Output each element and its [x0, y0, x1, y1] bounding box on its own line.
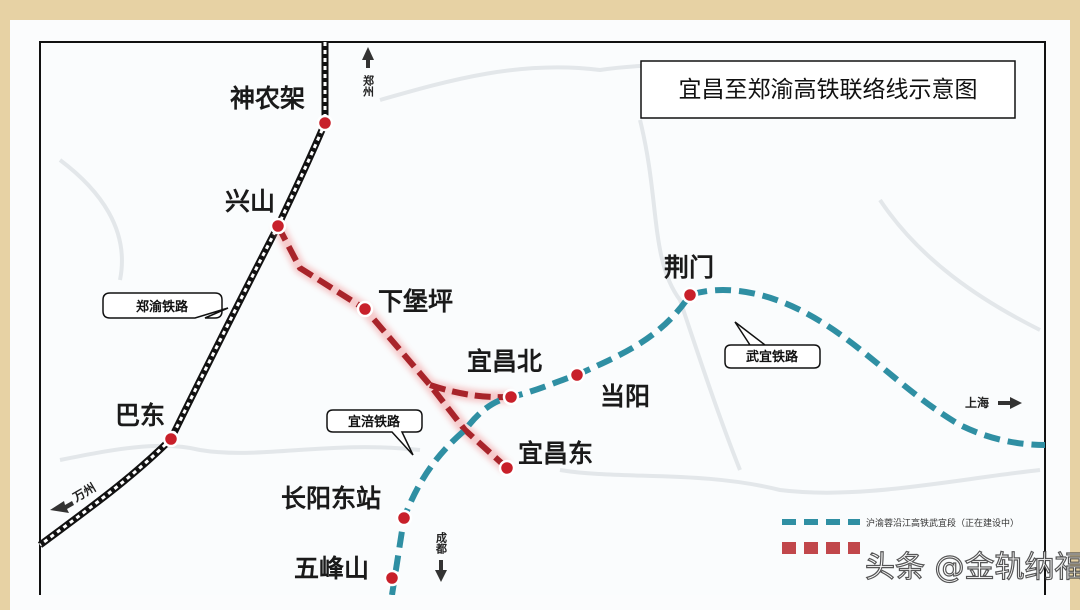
station-dot-changyangdong[interactable] [395, 509, 413, 527]
legend: 沪渝蓉沿江高铁武宜段（正在建设中） [782, 517, 1019, 554]
station-label: 五峰山 [294, 554, 369, 583]
direction-shanghai: 上海 [965, 395, 1022, 410]
arrow-down-left-icon [50, 501, 74, 513]
station-dot-jingmen[interactable] [681, 286, 699, 304]
station-dot-yichangbei[interactable] [502, 388, 520, 406]
station-dot-dangyang[interactable] [568, 366, 586, 384]
railway-map: 神农架 兴山 下堡坪 宜昌北 当阳 荆门 宜昌东 巴东 长阳东站 五峰山 郑渝铁… [37, 41, 1080, 595]
direction-label: 上海 [965, 395, 989, 410]
station-label: 荆门 [664, 253, 714, 282]
callout-wuyi: 武宜铁路 [724, 321, 821, 369]
station-dot-shennongjia[interactable] [316, 114, 334, 132]
station-label: 下堡坪 [378, 287, 453, 316]
station-dot-wufengshan[interactable] [383, 569, 401, 587]
station-label: 神农架 [230, 84, 305, 113]
arrow-up-icon [362, 47, 374, 68]
station-dot-badong[interactable] [162, 430, 180, 448]
map-title: 宜昌至郑渝高铁联络线示意图 [679, 77, 978, 103]
arrow-right-icon [998, 397, 1022, 409]
zhengyu-railway-line [37, 42, 329, 548]
direction-zhengzhou: 郑州 [362, 47, 376, 98]
station-label: 宜昌北 [467, 347, 542, 376]
callout-label: 宜涪铁路 [348, 414, 401, 430]
direction-label: 郑州 [362, 74, 376, 98]
station-dot-yichangdong[interactable] [498, 459, 516, 477]
blue-railway-line [389, 287, 1046, 595]
direction-chengdu: 成都 [435, 531, 449, 582]
legend-label: 沪渝蓉沿江高铁武宜段（正在建设中） [866, 517, 1019, 529]
station-label: 巴东 [115, 401, 165, 430]
callout-label: 郑渝铁路 [136, 299, 189, 315]
station-label: 长阳东站 [281, 484, 381, 513]
station-label: 兴山 [225, 187, 275, 216]
station-label: 宜昌东 [518, 439, 593, 468]
direction-label: 成都 [435, 531, 449, 555]
callout-zhengyu: 郑渝铁路 [102, 292, 229, 319]
station-dot-xiabaoping[interactable] [356, 300, 374, 318]
callout-label: 武宜铁路 [746, 349, 799, 365]
station-dots [162, 114, 699, 587]
arrow-down-icon [435, 560, 447, 582]
title-box [640, 60, 1016, 119]
station-label: 当阳 [600, 382, 650, 411]
callout-yifu: 宜涪铁路 [326, 409, 423, 456]
watermark: 头条 @金轨纳福 [865, 550, 1080, 585]
station-dot-xingshan[interactable] [269, 217, 287, 235]
